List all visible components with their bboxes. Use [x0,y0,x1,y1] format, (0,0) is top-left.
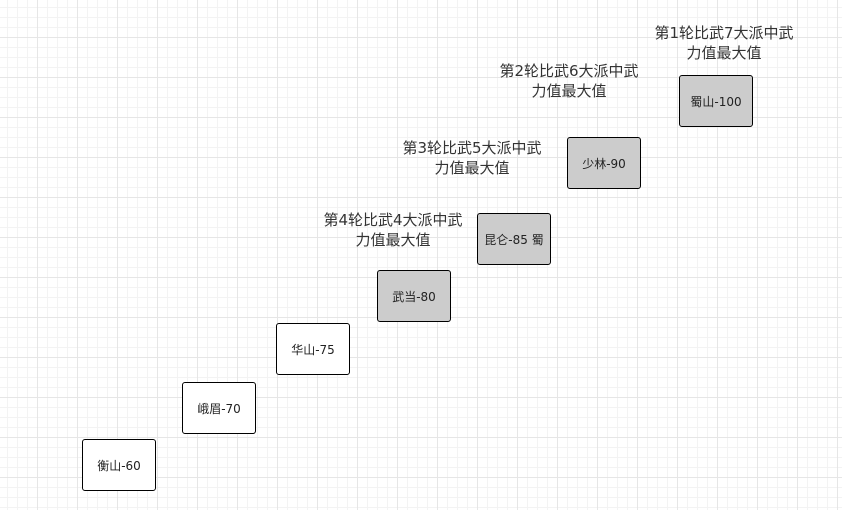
round-2-label: 第2轮比武6大派中武 力值最大值 [493,61,645,101]
round-1-label: 第1轮比武7大派中武 力值最大值 [648,23,800,63]
round-3-label-line1: 第3轮比武5大派中武 [402,139,542,157]
round-4-label-line1: 第4轮比武4大派中武 [323,211,463,229]
round-3-label-line2: 力值最大值 [434,159,510,177]
node-shaolin[interactable]: 少林-90 [567,137,641,189]
round-1-label-line2: 力值最大值 [686,44,762,62]
node-emei[interactable]: 峨眉-70 [182,382,256,434]
round-4-label: 第4轮比武4大派中武 力值最大值 [317,210,469,250]
round-2-label-line1: 第2轮比武6大派中武 [499,62,639,80]
round-4-label-line2: 力值最大值 [355,231,431,249]
node-hengshan[interactable]: 衡山-60 [82,439,156,491]
round-2-label-line2: 力值最大值 [531,82,607,100]
node-wudang[interactable]: 武当-80 [377,270,451,322]
node-kunlun[interactable]: 昆仑-85 蜀 [477,213,551,265]
round-3-label: 第3轮比武5大派中武 力值最大值 [396,138,548,178]
round-1-label-line1: 第1轮比武7大派中武 [654,24,794,42]
node-huashan[interactable]: 华山-75 [276,323,350,375]
node-shushan[interactable]: 蜀山-100 [679,75,753,127]
